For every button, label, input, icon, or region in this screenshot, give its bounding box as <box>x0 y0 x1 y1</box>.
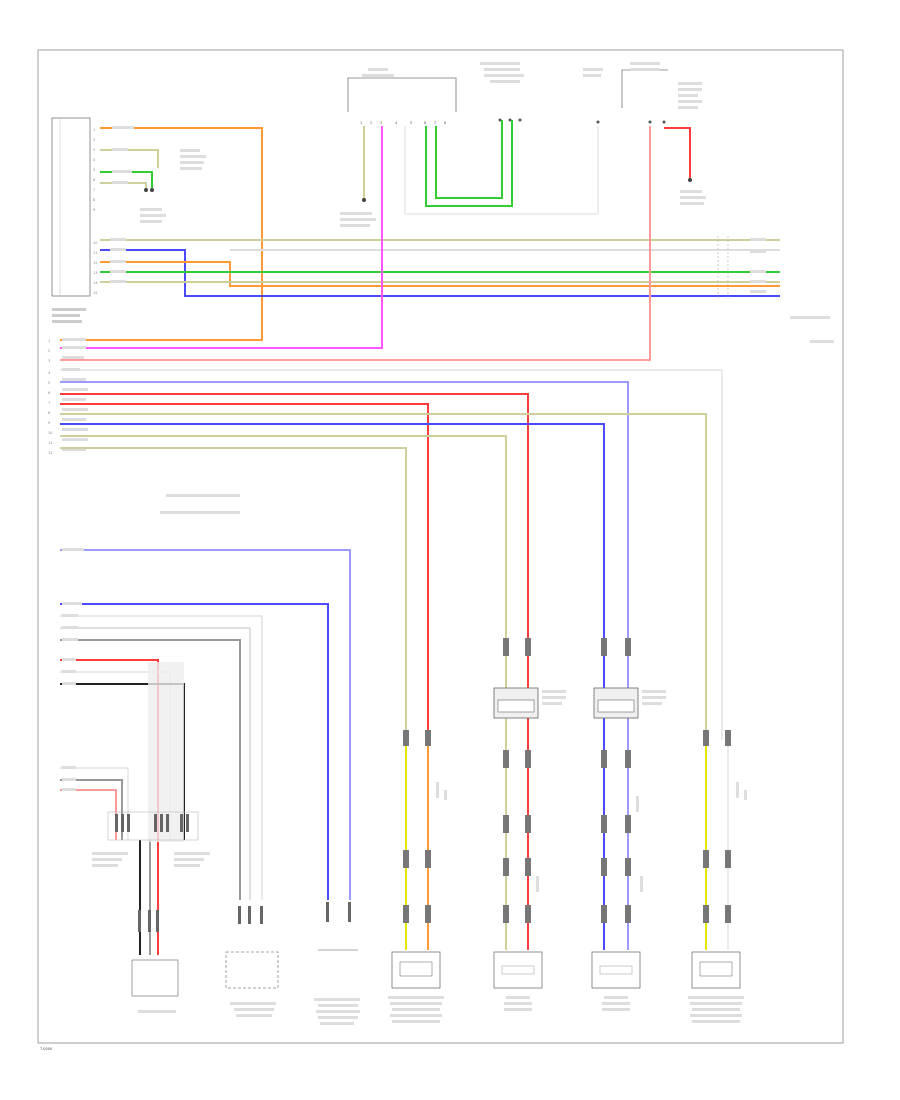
svg-text:11: 11 <box>48 441 52 445</box>
speaker-front-left <box>388 951 444 1023</box>
svg-text:11: 11 <box>93 251 97 255</box>
svg-text:6: 6 <box>48 391 50 395</box>
svg-text:3: 3 <box>380 121 382 125</box>
svg-text:10: 10 <box>93 241 97 245</box>
component-module-e <box>225 906 279 1017</box>
footer-code: T-0000 <box>39 1047 53 1051</box>
svg-text:9: 9 <box>93 208 95 212</box>
svg-text:1: 1 <box>48 339 50 343</box>
svg-text:2: 2 <box>93 138 95 142</box>
svg-text:8: 8 <box>48 411 50 415</box>
svg-text:13: 13 <box>93 271 97 275</box>
bus-wires <box>100 239 780 297</box>
component-module-f <box>314 902 360 1025</box>
svg-text:8: 8 <box>444 121 446 125</box>
top-module-d <box>621 62 702 124</box>
vertical-side-tags <box>436 782 747 892</box>
svg-text:1: 1 <box>93 128 95 132</box>
svg-text:6: 6 <box>424 121 426 125</box>
svg-text:4: 4 <box>48 371 51 375</box>
svg-text:5: 5 <box>93 168 95 172</box>
svg-text:8: 8 <box>93 198 95 202</box>
legend-notes <box>160 494 240 514</box>
svg-text:1: 1 <box>360 121 362 125</box>
svg-text:10: 10 <box>48 431 52 435</box>
svg-text:15: 15 <box>93 291 97 295</box>
lower-left-feeds <box>60 549 351 955</box>
top-switch-c <box>583 68 603 124</box>
speaker-front-right <box>688 951 744 1023</box>
svg-text:9: 9 <box>48 421 50 425</box>
component-subwoofer <box>131 910 179 1013</box>
speaker-rear-right <box>591 951 641 1011</box>
svg-text:5: 5 <box>48 381 50 385</box>
svg-text:7: 7 <box>93 188 95 192</box>
amp-box-left <box>493 687 566 719</box>
svg-text:3: 3 <box>48 359 50 363</box>
speaker-feeds <box>60 369 723 740</box>
svg-text:2: 2 <box>48 349 50 353</box>
amp-box-right <box>593 687 666 719</box>
svg-text:12: 12 <box>48 451 52 455</box>
lower-left-tags <box>62 548 84 791</box>
svg-text:6: 6 <box>93 178 95 182</box>
svg-text:12: 12 <box>93 261 97 265</box>
top-module-b <box>480 62 524 122</box>
top-module-a: 1 2 3 4 5 6 7 8 <box>347 68 457 125</box>
svg-text:14: 14 <box>93 281 98 285</box>
top-drops <box>60 120 691 361</box>
svg-text:7: 7 <box>48 401 50 405</box>
speaker-verticals <box>405 640 729 950</box>
svg-text:5: 5 <box>410 121 412 125</box>
diagram-frame <box>37 49 844 1044</box>
svg-text:7: 7 <box>434 121 436 125</box>
inline-connectors <box>403 638 731 923</box>
speaker-rear-left <box>493 951 543 1011</box>
svg-text:4: 4 <box>395 121 398 125</box>
svg-text:2: 2 <box>370 121 372 125</box>
junction-block <box>92 811 210 867</box>
svg-text:4: 4 <box>93 158 96 162</box>
svg-text:3: 3 <box>93 148 95 152</box>
